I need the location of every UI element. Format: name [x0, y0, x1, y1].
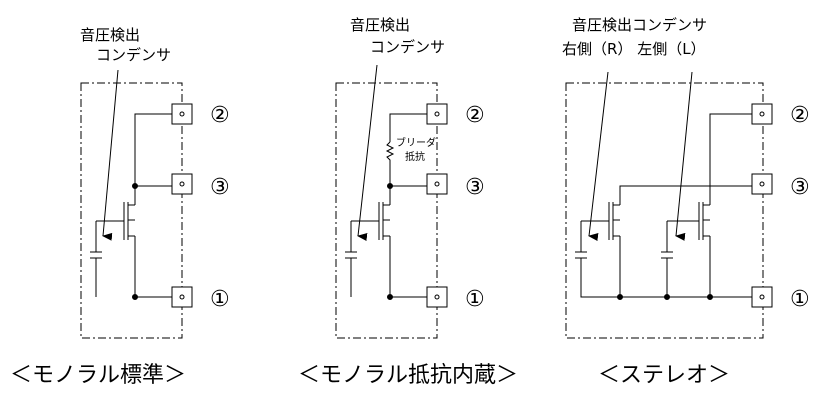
junction-dot	[132, 294, 138, 300]
wire-gate-r	[580, 220, 609, 252]
capacitor-symbol	[345, 251, 357, 259]
terminal-2	[751, 103, 773, 125]
pin-label-1: ①	[210, 287, 230, 312]
bleeder-resistor-label-1: ブリーダ	[396, 136, 436, 149]
terminal-1	[171, 286, 193, 308]
terminal-3-hole	[434, 181, 440, 187]
terminal-2	[426, 103, 448, 125]
diagram-stereo	[565, 71, 773, 339]
terminal-1-hole	[179, 294, 185, 300]
fet-channel	[128, 204, 135, 237]
wire-ground	[580, 258, 752, 298]
pin-label-3: ③	[465, 175, 485, 200]
housing-outline	[80, 82, 183, 339]
terminal-3-hole	[179, 181, 185, 187]
wire-terminal-2	[389, 113, 427, 142]
pin-label-2: ②	[790, 103, 810, 128]
terminal-3	[171, 173, 193, 195]
mic-capacitor-label-2: コンデンサ	[96, 46, 171, 64]
mic-capacitor-label-2: コンデンサ	[370, 38, 445, 56]
wire-terminal-3-r	[619, 185, 752, 205]
terminal-1	[751, 286, 773, 308]
junction-dot	[664, 294, 670, 300]
terminal-2-hole	[179, 111, 185, 117]
wire-terminal-2-l	[709, 113, 752, 205]
diagram-mono-standard	[80, 69, 193, 339]
pin-label-3: ③	[790, 175, 810, 200]
mic-capacitor-label-1: 音圧検出	[350, 16, 410, 34]
caption-stereo: ＜ステレオ＞	[598, 363, 730, 388]
terminal-2	[171, 103, 193, 125]
mic-capacitor-label-2: 右側（R） 左側（L）	[562, 40, 706, 58]
housing-outline	[565, 82, 764, 339]
junction-dot	[132, 183, 138, 189]
pointer-arrow-l	[675, 71, 693, 241]
pointer-arrow-r	[588, 71, 609, 242]
terminal-2-hole	[759, 111, 765, 117]
capacitor-l	[661, 251, 673, 259]
pin-label-2: ②	[465, 103, 485, 128]
fet-r-channel	[612, 202, 620, 240]
pin-label-1: ①	[790, 287, 810, 312]
wire-terminal-2	[134, 113, 172, 205]
junction-dot	[707, 294, 713, 300]
caption-mono-resistor: ＜モノラル抵抗内蔵＞	[298, 363, 518, 388]
bleeder-resistor	[385, 141, 395, 205]
pin-label-1: ①	[465, 287, 485, 312]
pin-label-2: ②	[210, 103, 230, 128]
caption-mono-standard: ＜モノラル標準＞	[10, 363, 186, 388]
terminal-3	[426, 173, 448, 195]
pin-label-3: ③	[210, 175, 230, 200]
housing-outline	[335, 82, 438, 339]
terminal-1-hole	[759, 294, 765, 300]
bleeder-resistor-label-2: 抵抗	[405, 150, 425, 163]
terminal-1	[426, 286, 448, 308]
capacitor-r	[575, 251, 587, 259]
pointer-arrow	[357, 64, 378, 241]
wire-gate-l	[666, 220, 699, 252]
fet-channel	[382, 202, 390, 240]
junction-dot	[387, 183, 393, 189]
fet-l-channel	[702, 202, 710, 240]
wire-source	[389, 236, 427, 298]
terminal-3	[751, 173, 773, 195]
junction-dot	[617, 294, 623, 300]
terminal-2-hole	[434, 111, 440, 117]
junction-dot	[387, 294, 393, 300]
capacitor-symbol	[90, 251, 102, 259]
mic-capacitor-label-1: 音圧検出	[80, 26, 140, 44]
mic-capacitor-label-1: 音圧検出コンデンサ	[572, 16, 707, 34]
diagram-mono-resistor	[335, 64, 448, 339]
wire-source	[134, 236, 172, 298]
pointer-arrow	[102, 69, 119, 241]
terminal-1-hole	[434, 294, 440, 300]
terminal-3-hole	[759, 181, 765, 187]
